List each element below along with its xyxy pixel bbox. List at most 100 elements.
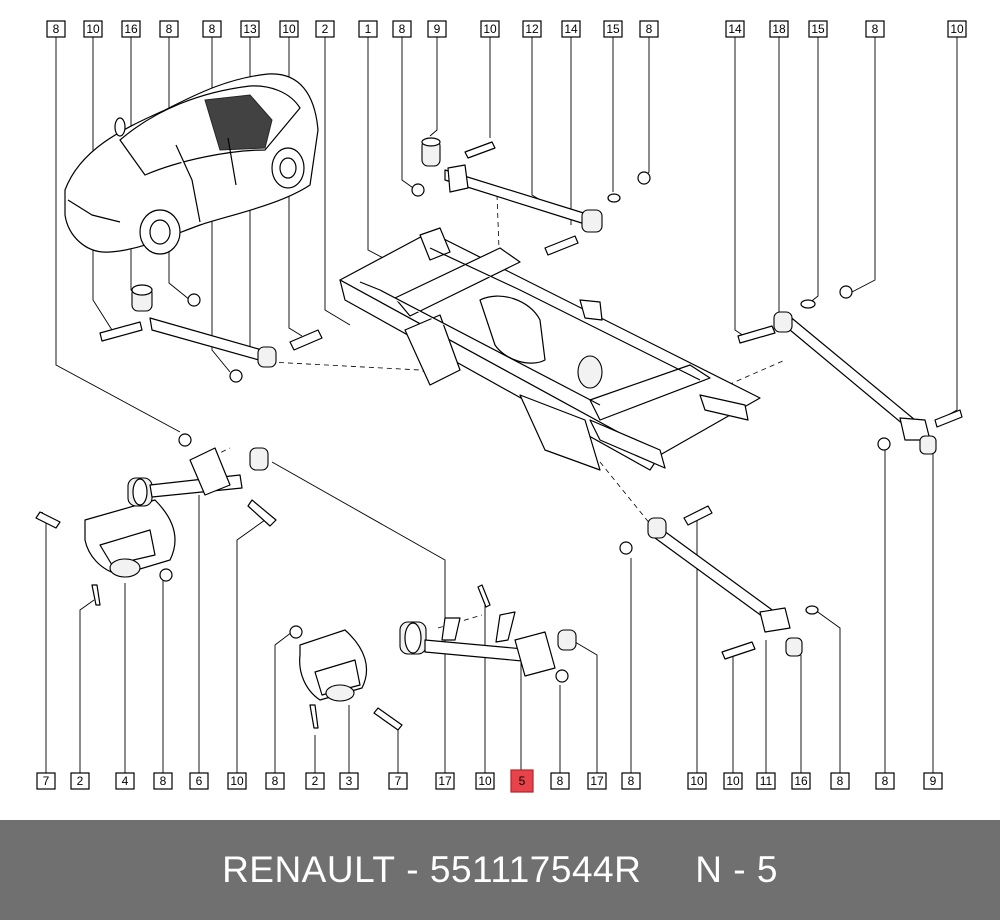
exploded-parts-diagram: 8 10 16 8 8 13 10 2 1 8 9 10 12 14 15 8 … <box>35 20 967 793</box>
svg-text:10: 10 <box>483 22 497 36</box>
svg-text:8: 8 <box>272 774 279 788</box>
lower-middle-arm <box>289 584 577 731</box>
svg-text:14: 14 <box>564 22 578 36</box>
rear-subframe <box>339 227 761 471</box>
callout-top-8: 2 <box>315 20 335 38</box>
svg-text:17: 17 <box>438 774 452 788</box>
callout-bottom-4: 8 <box>153 772 173 790</box>
svg-text:10: 10 <box>282 22 296 36</box>
svg-text:8: 8 <box>837 774 844 788</box>
lower-right-link <box>619 505 819 660</box>
callout-bottom-9: 3 <box>339 772 359 790</box>
svg-text:6: 6 <box>196 774 203 788</box>
svg-text:15: 15 <box>606 22 620 36</box>
callout-top-16: 8 <box>639 20 659 38</box>
callout-bottom-22: 8 <box>875 772 895 790</box>
svg-text:3: 3 <box>346 774 353 788</box>
svg-text:7: 7 <box>395 774 402 788</box>
callout-bottom-17: 10 <box>687 772 707 790</box>
callout-bottom-21: 8 <box>830 772 850 790</box>
svg-text:8: 8 <box>872 22 879 36</box>
svg-text:2: 2 <box>77 774 84 788</box>
svg-text:10: 10 <box>86 22 100 36</box>
lower-left-arm <box>35 433 277 606</box>
callout-bottom-2: 2 <box>70 772 90 790</box>
callout-top-20: 8 <box>865 20 885 38</box>
callout-bottom-15: 17 <box>587 772 607 790</box>
callout-top-9: 1 <box>358 20 378 38</box>
upper-center-link <box>411 137 651 256</box>
callout-bottom-16: 8 <box>621 772 641 790</box>
callout-bottom-11: 17 <box>435 772 455 790</box>
svg-text:8: 8 <box>53 22 60 36</box>
svg-text:18: 18 <box>772 22 786 36</box>
callout-bottom-18: 10 <box>723 772 743 790</box>
top-callouts: 8 10 16 8 8 13 10 2 1 8 9 10 12 14 15 8 … <box>46 20 967 38</box>
separator: - <box>395 849 430 890</box>
svg-text:16: 16 <box>794 774 808 788</box>
callout-top-10: 8 <box>392 20 412 38</box>
callout-bottom-13-highlighted: 5 <box>510 769 534 793</box>
svg-text:15: 15 <box>811 22 825 36</box>
bottom-callouts: 7 2 4 8 6 10 8 2 3 7 17 10 5 8 17 8 10 1… <box>36 769 943 793</box>
svg-text:11: 11 <box>760 774 773 788</box>
svg-text:2: 2 <box>322 22 329 36</box>
svg-text:10: 10 <box>950 22 964 36</box>
callout-top-17: 14 <box>725 20 745 38</box>
callout-top-4: 8 <box>159 20 179 38</box>
callout-top-12: 10 <box>480 20 500 38</box>
svg-text:10: 10 <box>230 774 244 788</box>
callout-top-14: 14 <box>561 20 581 38</box>
callout-bottom-12: 10 <box>475 772 495 790</box>
svg-text:8: 8 <box>166 22 173 36</box>
svg-text:10: 10 <box>690 774 704 788</box>
svg-text:7: 7 <box>43 774 50 788</box>
brand-name: RENAULT <box>222 849 396 890</box>
callout-top-1: 8 <box>46 20 66 38</box>
svg-text:14: 14 <box>728 22 742 36</box>
part-info-footer: RENAULT - 551117544R N - 5 <box>0 820 1000 920</box>
part-number: 551117544R <box>429 849 642 890</box>
callout-top-15: 15 <box>603 20 623 38</box>
callout-top-6: 13 <box>240 20 260 38</box>
upper-left-link <box>99 284 323 383</box>
callout-top-18: 18 <box>769 20 789 38</box>
callout-top-11: 9 <box>427 20 447 38</box>
svg-text:8: 8 <box>557 774 564 788</box>
callout-bottom-1: 7 <box>36 772 56 790</box>
svg-text:8: 8 <box>646 22 653 36</box>
svg-text:5: 5 <box>519 774 526 788</box>
callout-bottom-7: 8 <box>265 772 285 790</box>
svg-text:8: 8 <box>628 774 635 788</box>
svg-text:12: 12 <box>525 22 539 36</box>
svg-text:8: 8 <box>882 774 889 788</box>
svg-text:17: 17 <box>590 774 604 788</box>
callout-bottom-20: 16 <box>791 772 811 790</box>
svg-text:13: 13 <box>243 22 257 36</box>
callout-top-19: 15 <box>808 20 828 38</box>
callout-top-3: 16 <box>121 20 141 38</box>
spacer <box>641 849 695 891</box>
callout-top-7: 10 <box>279 20 299 38</box>
callout-top-21: 10 <box>947 20 967 38</box>
callout-top-2: 10 <box>83 20 103 38</box>
callout-bottom-19: 11 <box>756 772 776 790</box>
svg-text:10: 10 <box>726 774 740 788</box>
callout-bottom-8: 2 <box>305 772 325 790</box>
callout-top-13: 12 <box>522 20 542 38</box>
item-label: N - 5 <box>695 849 778 890</box>
svg-text:1: 1 <box>365 22 372 36</box>
svg-text:10: 10 <box>478 774 492 788</box>
svg-text:4: 4 <box>122 774 129 788</box>
svg-text:9: 9 <box>930 774 937 788</box>
svg-text:2: 2 <box>312 774 319 788</box>
callout-bottom-5: 6 <box>189 772 209 790</box>
callout-bottom-6: 10 <box>227 772 247 790</box>
callout-bottom-3: 4 <box>115 772 135 790</box>
vehicle-illustration <box>64 73 319 255</box>
svg-text:16: 16 <box>124 22 138 36</box>
svg-text:9: 9 <box>434 22 441 36</box>
svg-text:8: 8 <box>399 22 406 36</box>
callout-bottom-23: 9 <box>923 772 943 790</box>
part-info-text: RENAULT - 551117544R N - 5 <box>222 849 778 891</box>
